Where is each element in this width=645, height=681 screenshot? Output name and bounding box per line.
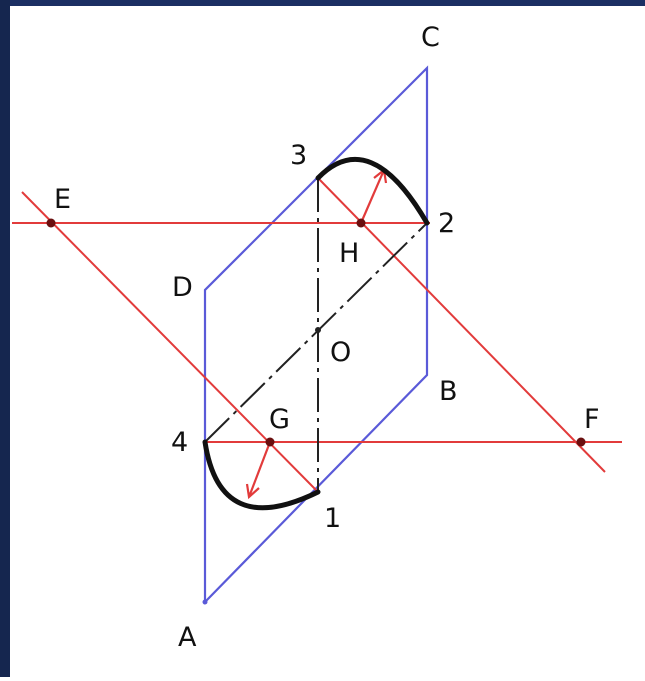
frame-left-border bbox=[0, 0, 10, 677]
vertex-a bbox=[202, 599, 208, 605]
arc-3-2 bbox=[315, 157, 430, 226]
dashed-line-4-2 bbox=[204, 222, 428, 443]
label-1: 1 bbox=[324, 503, 341, 534]
label-2: 2 bbox=[438, 208, 455, 239]
diagonal-3-f bbox=[317, 177, 606, 473]
radius-arrow-upper bbox=[359, 169, 386, 224]
label-g: G bbox=[269, 404, 290, 435]
point-g bbox=[265, 437, 275, 447]
label-c: C bbox=[421, 22, 440, 53]
label-3: 3 bbox=[290, 140, 307, 171]
label-e: E bbox=[54, 184, 71, 215]
label-b: B bbox=[439, 376, 458, 407]
parallelogram-abcd bbox=[203, 65, 429, 605]
white-panel bbox=[10, 6, 645, 677]
radius-arrowhead-lower bbox=[245, 483, 260, 500]
label-a: A bbox=[178, 622, 197, 653]
point-e bbox=[46, 218, 56, 228]
label-d: D bbox=[172, 272, 193, 303]
point-f bbox=[576, 437, 586, 447]
label-o: O bbox=[330, 337, 351, 368]
label-4: 4 bbox=[171, 427, 188, 458]
point-o bbox=[315, 327, 321, 333]
radius-arrow-lower bbox=[247, 441, 272, 498]
point-h bbox=[356, 218, 366, 228]
label-f: F bbox=[584, 404, 600, 435]
label-h: H bbox=[339, 238, 359, 269]
arc-4-1 bbox=[202, 439, 321, 511]
